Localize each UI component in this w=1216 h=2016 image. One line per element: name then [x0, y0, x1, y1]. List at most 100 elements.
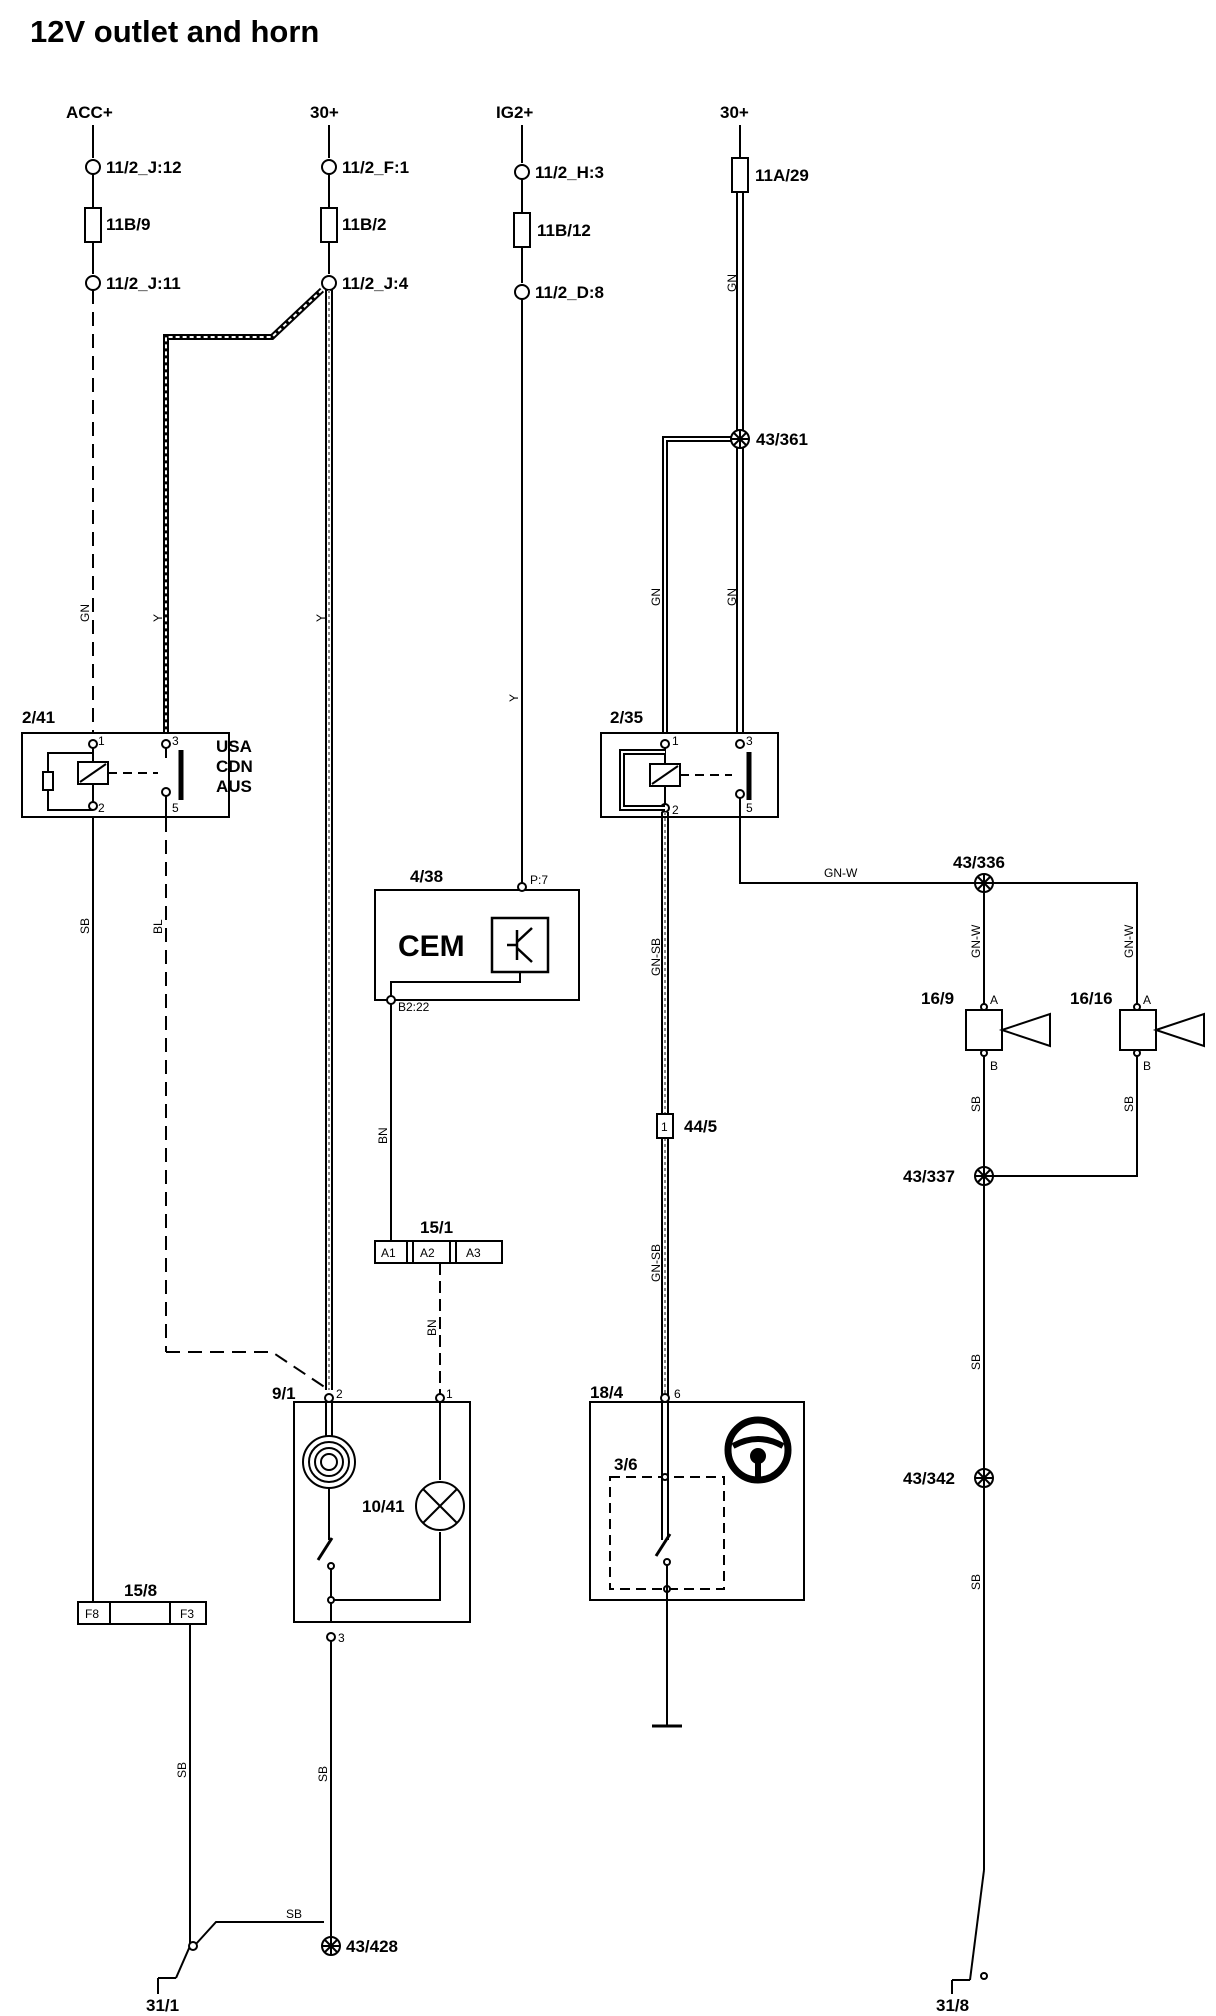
fuse-label: 11B/9 — [106, 215, 150, 234]
splice-label: 43/336 — [953, 853, 1005, 872]
lamp-icon — [415, 1481, 465, 1531]
wire-label: GN — [78, 604, 92, 622]
ig2-circuit — [513, 125, 531, 884]
splice-label: 43/361 — [756, 430, 808, 449]
connector-label: 11/2_F:1 — [342, 158, 409, 177]
inline-connector-44-5 — [656, 1113, 674, 1139]
fuse-label: 11B/12 — [537, 221, 591, 240]
wire-label: GN-SB — [649, 1244, 663, 1282]
market-label: AUS — [216, 777, 252, 796]
switch-label: 3/6 — [614, 1455, 638, 1474]
connector-label: 11/2_D:8 — [535, 283, 604, 302]
pin-label: B2:22 — [398, 1000, 430, 1014]
wire-label: SB — [969, 1574, 983, 1590]
cem-module — [374, 882, 580, 1241]
horn-switch-label: 18/4 — [590, 1383, 624, 1402]
wire-label: BL — [151, 919, 165, 934]
market-label: CDN — [216, 757, 253, 776]
relay-2-35 — [600, 732, 1138, 1402]
wire-label: BN — [425, 1319, 439, 1336]
wire-label: SB — [1122, 1096, 1136, 1112]
pin-label: 1 — [98, 734, 105, 748]
wire-label: GN-W — [969, 924, 983, 958]
fuse-label: 11B/2 — [342, 215, 386, 234]
page-title: 12V outlet and horn — [30, 14, 320, 49]
wire-label: SB — [78, 918, 92, 934]
supply-30-right-label: 30+ — [720, 103, 749, 122]
splice-label: 43/428 — [346, 1937, 398, 1956]
acc-circuit — [84, 125, 102, 1602]
pin-label: F8 — [85, 1607, 99, 1621]
pin-label: A1 — [381, 1246, 396, 1260]
pin-label: 3 — [338, 1631, 345, 1645]
horn-label: 16/9 — [921, 989, 954, 1008]
connector-label: 11/2_H:3 — [535, 163, 604, 182]
pin-label: F3 — [180, 1607, 194, 1621]
wire-label: GN — [725, 274, 739, 292]
pin-label: 2 — [672, 803, 679, 817]
wire-label: SB — [969, 1354, 983, 1370]
connector-15-1 — [374, 1240, 503, 1394]
pin-label: 1 — [446, 1387, 453, 1401]
wire-label: Y — [507, 694, 521, 702]
connector-15-8 — [77, 1601, 324, 1979]
labels: ACC+ 30+ IG2+ 30+ 11/2_J:12 11B/9 11/2_J… — [22, 103, 1151, 2015]
connector-15-8-label: 15/8 — [124, 1581, 157, 1600]
market-label: USA — [216, 737, 252, 756]
fuse-label: 11A/29 — [755, 166, 809, 185]
wire-label: GN-W — [824, 866, 858, 880]
wire-label: SB — [316, 1766, 330, 1782]
horn-16-16 — [984, 1003, 1205, 1177]
wire-label: Y — [151, 614, 165, 622]
connector-label: 11/2_J:11 — [106, 274, 181, 293]
cem-id-label: 4/38 — [410, 867, 443, 886]
supply-acc-label: ACC+ — [66, 103, 113, 122]
ground-label: 31/8 — [936, 1996, 969, 2015]
wire-label: BN — [376, 1127, 390, 1144]
ground-label: 31/1 — [146, 1996, 179, 2015]
pin-label: 5 — [746, 801, 753, 815]
pin-label: 2 — [336, 1387, 343, 1401]
pin-label: A — [990, 993, 998, 1007]
pin-label: A — [1143, 993, 1151, 1007]
wire-label: GN-SB — [649, 938, 663, 976]
cem-label: CEM — [398, 930, 465, 963]
pin-label: 3 — [746, 734, 753, 748]
connector-15-1-label: 15/1 — [420, 1218, 453, 1237]
cigarette-lighter-icon — [302, 1435, 356, 1489]
wire-label: SB — [969, 1096, 983, 1112]
wire-label: GN-W — [1122, 924, 1136, 958]
pin-label: 3 — [172, 734, 179, 748]
connector-label: 11/2_J:12 — [106, 158, 182, 177]
ground-icon — [157, 1977, 176, 1994]
splice-markers — [321, 429, 994, 1956]
splice-label: 43/342 — [903, 1469, 955, 1488]
outlet-label: 9/1 — [272, 1384, 296, 1403]
connector-label: 11/2_J:4 — [342, 274, 409, 293]
lamp-label: 10/41 — [362, 1497, 405, 1516]
supply-30-left-label: 30+ — [310, 103, 339, 122]
pin-label: 1 — [672, 734, 679, 748]
pin-label: A2 — [420, 1246, 435, 1260]
pin-label: B — [1143, 1059, 1151, 1073]
wire-label: GN — [649, 588, 663, 606]
splice-label: 44/5 — [684, 1117, 717, 1136]
outlet-9-1 — [293, 1393, 471, 1936]
wire-label: SB — [175, 1762, 189, 1778]
pin-label: B — [990, 1059, 998, 1073]
wire-label: Y — [314, 614, 328, 622]
ground-icon — [951, 1979, 970, 1994]
splice-label: 43/337 — [903, 1167, 955, 1186]
wire-label: SB — [286, 1907, 302, 1921]
pin-label: 6 — [674, 1387, 681, 1401]
pin-label: P:7 — [530, 873, 548, 887]
horn-switch-18-4 — [589, 1393, 805, 1728]
pin-label: 1 — [661, 1120, 668, 1134]
steering-wheel-icon — [724, 1416, 792, 1484]
pin-label: A3 — [466, 1246, 481, 1260]
relay-2-35-label: 2/35 — [610, 708, 643, 727]
b30-left-circuit — [163, 125, 338, 1390]
pin-label: 2 — [98, 801, 105, 815]
horn-label: 16/16 — [1070, 989, 1113, 1008]
